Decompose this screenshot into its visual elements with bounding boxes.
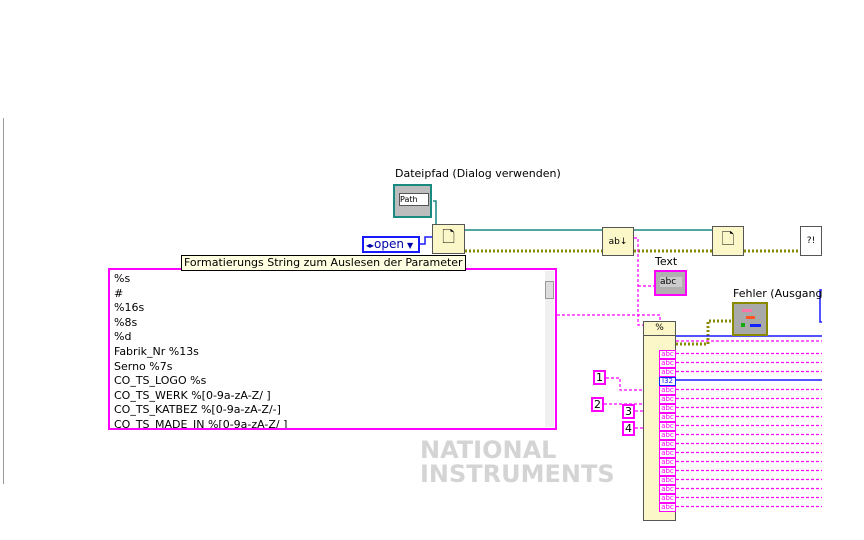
scan-output-terminal[interactable]: abc [659,386,676,395]
scan-output-terminal[interactable]: abc [659,458,676,467]
error-dialog-icon: ?! [806,236,816,246]
close-file-node[interactable]: 🗋 [712,226,744,256]
scan-output-terminal[interactable]: abc [659,494,676,503]
file-path-label: Dateipfad (Dialog verwenden) [395,167,561,180]
scan-output-terminal[interactable]: abc [659,395,676,404]
scan-output-terminal[interactable]: abc [659,422,676,431]
format-string-line: %8s [114,315,138,329]
format-string-line: CO_TS_WERK %[0-9a-zA-Z/ ] [114,388,271,402]
scan-output-terminal[interactable]: abc [659,404,676,413]
error-wire[interactable] [465,249,800,346]
format-string-line: %16s [114,301,145,315]
constant-2[interactable]: 2 [591,397,604,412]
format-string-line: Serno %7s [114,359,173,373]
format-string-line: # [114,286,124,300]
scan-output-terminal[interactable]: I32 [659,377,676,386]
scrollbar[interactable] [545,271,554,427]
scan-output-terminal[interactable]: abc [659,476,676,485]
constant-1[interactable]: 1 [593,370,606,385]
text-indicator-value: abc [660,277,682,287]
constant-4[interactable]: 4 [622,421,635,436]
scrollbar-thumb[interactable] [545,281,554,299]
text-indicator-label: Text [655,255,678,268]
dropdown-icon[interactable]: ▼ [406,241,414,250]
scan-output-terminal[interactable]: abc [659,431,676,440]
scan-output-terminal[interactable]: abc [659,413,676,422]
error-out-label: Fehler (Ausgang [733,287,823,300]
error-dialog-frame [819,289,822,323]
format-string-line: %d [114,330,132,344]
open-file-node[interactable]: 🗋 [432,224,465,254]
read-text-icon: ab↓ [608,236,628,247]
format-string-line: %s [114,272,131,285]
read-text-node[interactable]: ab↓ [602,227,634,256]
scan-output-terminal[interactable]: abc [659,359,676,368]
close-file-icon: 🗋 [721,228,735,248]
enum-arrows-icon: ◂▸ [366,241,375,250]
format-string-line: CO_TS_MADE_IN %[0-9a-zA-Z/ ] [114,417,288,430]
scan-output-terminal[interactable]: abc [659,350,676,359]
string-wires[interactable] [557,237,822,429]
file-path-control[interactable]: Path [393,184,432,218]
int-wires[interactable] [676,335,822,381]
scan-output-terminal[interactable]: abc [659,503,676,512]
format-string-line: Fabrik_Nr %13s [114,344,199,358]
scan-header: % [644,322,675,336]
output-wires[interactable] [676,352,822,508]
error-dialog-node[interactable]: ?! [800,226,822,256]
text-indicator[interactable]: abc [654,270,687,296]
diagram-border [3,118,4,484]
path-wire[interactable] [433,200,712,231]
enum-wire [420,236,432,245]
scan-output-terminal[interactable]: abc [659,485,676,494]
format-string-line: CO_TS_KATBEZ %[0-9a-zA-Z/-] [114,403,281,417]
scan-output-terminal[interactable]: abc [659,467,676,476]
watermark-line: INSTRUMENTS [420,460,615,488]
ni-watermark: NATIONAL INSTRUMENTS [420,438,615,486]
open-file-icon: 🗋 [442,226,455,246]
scan-output-terminal[interactable]: abc [659,449,676,458]
scan-output-terminal[interactable]: abc [659,440,676,449]
error-out-indicator[interactable] [732,302,768,336]
format-string-tooltip: Formatierungs String zum Auslesen der Pa… [181,255,466,271]
constant-3[interactable]: 3 [622,404,635,419]
watermark-line: NATIONAL [420,436,557,464]
operation-enum[interactable]: ◂▸open▼ [362,236,420,253]
format-string-line: CO_TS_LOGO %s [114,374,207,388]
path-control-text: Path [399,193,429,206]
scan-output-terminal[interactable]: abc [659,368,676,377]
enum-value: open [374,237,404,251]
